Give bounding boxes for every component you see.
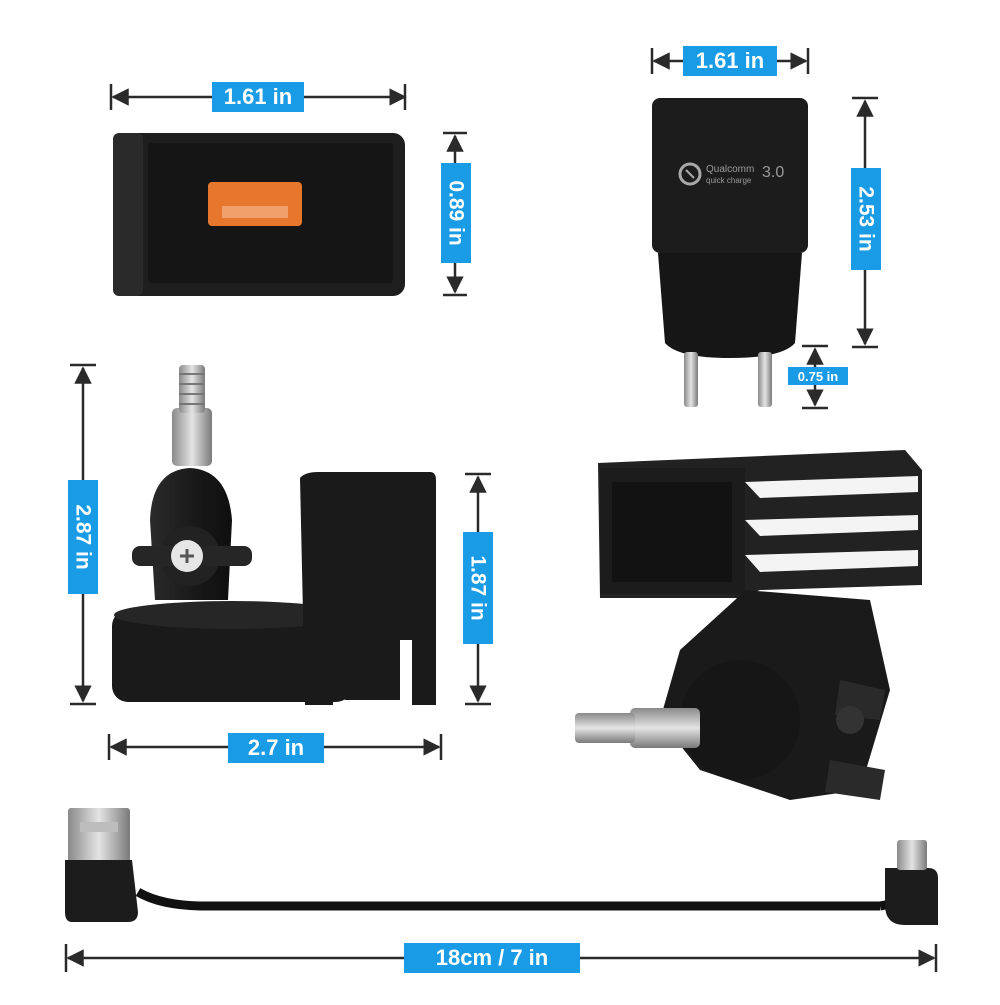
usb-a-connector (68, 808, 130, 864)
clip-mount (575, 450, 922, 800)
dim-charger-width: 1.61 in (683, 46, 777, 76)
dim-charger-height: 2.53 in (851, 168, 881, 270)
charger-line-text: quick charge (706, 176, 752, 185)
dim-clip-height: 1.87 in (463, 532, 493, 644)
charger-version-text: 3.0 (762, 164, 785, 181)
mount-with-ball-joint (112, 365, 436, 705)
charger-brand-text: Qualcomm (706, 164, 755, 175)
charger-prong (684, 352, 698, 407)
wall-charger (652, 98, 808, 407)
usb-c-cable (65, 808, 938, 925)
usb-adapter (113, 133, 405, 296)
usb-port-icon (208, 182, 302, 226)
quick-charge-logo-icon (678, 162, 702, 186)
usb-c-connector (897, 840, 927, 870)
dim-mount-height: 2.87 in (68, 480, 98, 594)
charger-prong (758, 352, 772, 407)
dim-usb-adapter-width: 1.61 in (212, 82, 304, 112)
dim-cable-length: 18cm / 7 in (404, 943, 580, 973)
dim-usb-adapter-height: 0.89 in (441, 163, 471, 263)
dim-mount-width: 2.7 in (228, 733, 324, 763)
dim-charger-prong-length: 0.75 in (788, 367, 848, 385)
